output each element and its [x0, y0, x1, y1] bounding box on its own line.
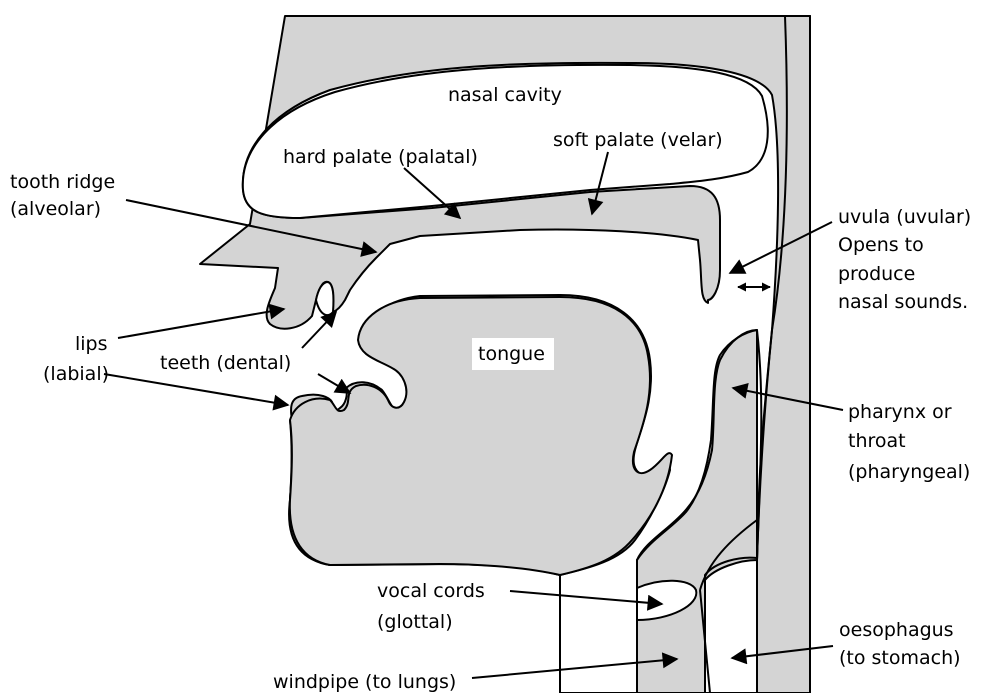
- label-throat: throat: [848, 430, 906, 452]
- label-soft-palate: soft palate (velar): [553, 129, 723, 151]
- label-oesophagus: oesophagus: [839, 619, 954, 641]
- label-pharyngeal: (pharyngeal): [848, 461, 970, 483]
- arrow-lips-upper: [118, 309, 284, 338]
- label-uvula: uvula (uvular): [838, 206, 971, 228]
- label-lips: lips: [75, 333, 108, 355]
- label-glottal: (glottal): [377, 611, 453, 633]
- label-produce: produce: [838, 263, 915, 285]
- arrow-teeth-lower: [318, 374, 350, 393]
- label-opens-to: Opens to: [838, 234, 924, 256]
- arrow-lips-lower: [104, 374, 288, 405]
- label-windpipe: windpipe (to lungs): [273, 671, 456, 693]
- label-to-stomach: (to stomach): [839, 647, 961, 669]
- label-nasal-cavity: nasal cavity: [448, 84, 562, 106]
- label-hard-palate: hard palate (palatal): [283, 146, 478, 168]
- label-tooth-ridge: tooth ridge: [10, 171, 115, 193]
- label-alveolar: (alveolar): [10, 198, 101, 220]
- label-labial: (labial): [43, 363, 109, 385]
- label-tongue: tongue: [478, 343, 545, 365]
- label-teeth: teeth (dental): [160, 352, 291, 374]
- label-nasal-sounds: nasal sounds.: [838, 291, 968, 313]
- label-vocal-cords: vocal cords: [377, 580, 485, 602]
- label-pharynx: pharynx or: [848, 401, 952, 423]
